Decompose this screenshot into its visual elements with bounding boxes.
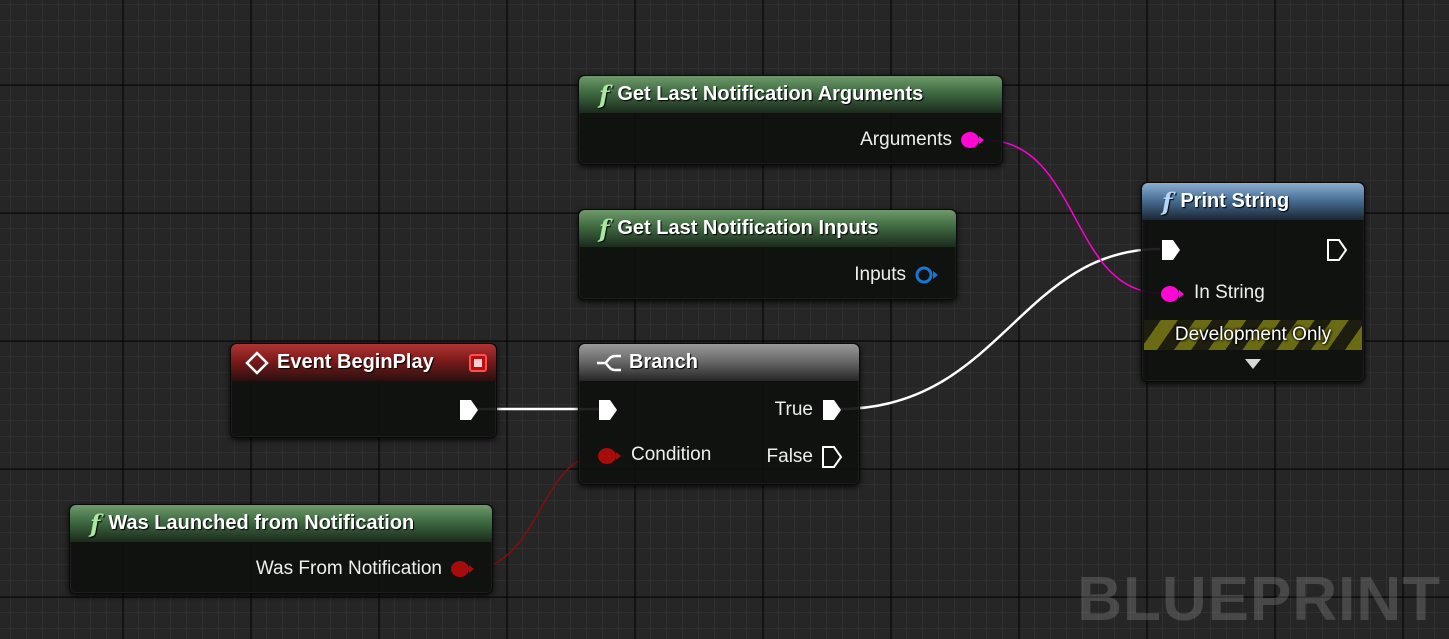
pin-label-inputs: Inputs xyxy=(854,264,906,285)
pin-label-arguments: Arguments xyxy=(860,129,952,150)
node-print-string[interactable]: f Print String In String Development Onl… xyxy=(1141,182,1365,382)
node-title: Print String xyxy=(1180,190,1290,212)
exec-false-pin-icon[interactable] xyxy=(821,445,843,469)
node-was-launched-from-notification[interactable]: f Was Launched from Notification Was Fro… xyxy=(69,504,493,594)
node-get-last-notification-inputs[interactable]: f Get Last Notification Inputs Inputs xyxy=(578,209,957,300)
exec-in-pin-icon[interactable] xyxy=(1160,238,1182,262)
branch-icon xyxy=(597,354,621,371)
event-icon xyxy=(245,350,269,375)
pin-label-false: False xyxy=(766,446,813,467)
string-pin-icon[interactable] xyxy=(960,130,986,150)
node-title: Event BeginPlay xyxy=(277,351,434,373)
exec-out-pin-icon[interactable] xyxy=(458,398,480,422)
node-title: Get Last Notification Arguments xyxy=(617,83,924,105)
bool-pin-icon[interactable] xyxy=(597,446,623,466)
node-title: Branch xyxy=(629,351,698,373)
stop-icon[interactable] xyxy=(468,353,488,373)
node-header[interactable]: f Was Launched from Notification xyxy=(70,505,492,542)
exec-out-pin-icon[interactable] xyxy=(1326,238,1348,262)
function-icon: f xyxy=(1162,187,1173,216)
pin-label-in-string: In String xyxy=(1194,282,1265,303)
struct-pin-icon[interactable] xyxy=(914,265,940,285)
pin-label-condition: Condition xyxy=(631,444,712,465)
function-icon: f xyxy=(599,80,610,109)
expand-arrow-icon[interactable] xyxy=(1243,357,1263,371)
node-header[interactable]: f Print String xyxy=(1142,183,1364,220)
exec-wire-branch-true-to-print[interactable] xyxy=(839,247,1161,411)
node-header[interactable]: Event BeginPlay xyxy=(231,344,496,381)
node-header[interactable]: Branch xyxy=(579,344,859,381)
node-get-last-notification-arguments[interactable]: f Get Last Notification Arguments Argume… xyxy=(578,75,1003,165)
node-title: Was Launched from Notification xyxy=(108,512,415,534)
bool-pin-icon[interactable] xyxy=(450,559,476,579)
blueprint-watermark: BLUEPRINT xyxy=(1077,565,1441,634)
node-header[interactable]: f Get Last Notification Inputs xyxy=(579,210,956,247)
node-header[interactable]: f Get Last Notification Arguments xyxy=(579,76,1002,113)
function-icon: f xyxy=(90,509,101,538)
development-only-banner: Development Only xyxy=(1144,320,1362,350)
pin-label-true: True xyxy=(774,399,813,420)
node-branch[interactable]: Branch True Condition False xyxy=(578,343,860,485)
node-title: Get Last Notification Inputs xyxy=(617,217,879,239)
pin-label-was-from-notification: Was From Notification xyxy=(255,558,442,579)
string-pin-icon[interactable] xyxy=(1160,284,1186,304)
exec-in-pin-icon[interactable] xyxy=(597,398,619,422)
exec-true-pin-icon[interactable] xyxy=(821,398,843,422)
function-icon: f xyxy=(599,214,610,243)
string-wire-arguments-to-instring[interactable] xyxy=(984,139,1161,294)
node-event-beginplay[interactable]: Event BeginPlay xyxy=(230,343,497,438)
